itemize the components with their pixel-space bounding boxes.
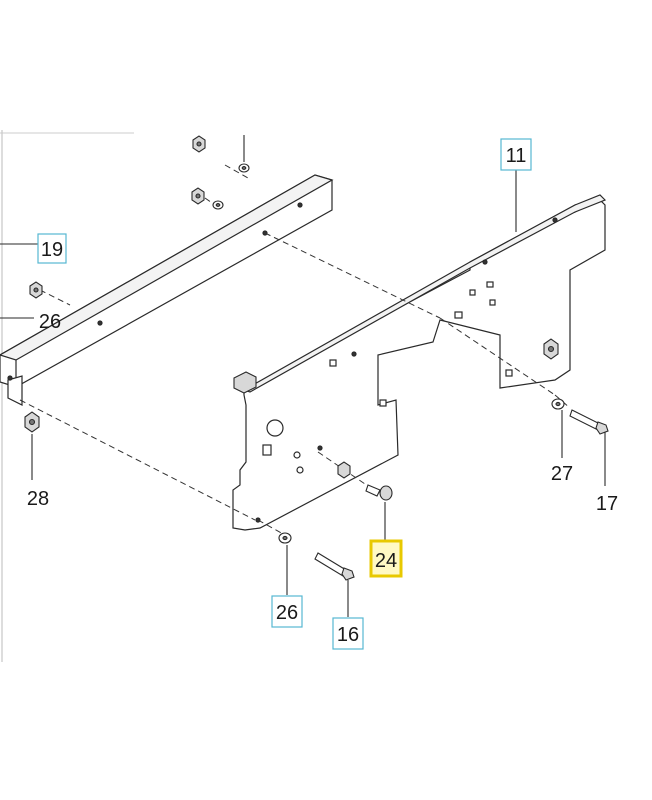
pin <box>365 484 393 501</box>
washer <box>238 163 250 173</box>
nut <box>337 461 351 479</box>
left-rail <box>0 174 334 406</box>
callout-label: 16 <box>337 624 359 646</box>
washer <box>551 398 565 410</box>
callout-label: 26 <box>39 311 61 333</box>
nut <box>543 338 559 360</box>
callout-label: 19 <box>41 239 63 261</box>
hardware <box>24 135 609 581</box>
callout-label: 28 <box>27 488 49 510</box>
callout-label: 17 <box>596 493 618 515</box>
nut <box>191 187 205 205</box>
leader-lines <box>0 135 606 617</box>
callout-box <box>37 233 67 264</box>
clip <box>233 371 257 394</box>
washer <box>212 200 224 210</box>
callout-frames <box>37 138 532 650</box>
callout-highlight-box <box>369 539 403 578</box>
callout-label-highlighted: 24 <box>375 550 397 572</box>
callout-box <box>271 595 303 628</box>
washer <box>278 532 292 544</box>
assembly-guides <box>19 164 571 536</box>
bolt <box>314 552 355 581</box>
callout-box <box>500 138 532 171</box>
callout-label: 27 <box>551 463 573 485</box>
nut <box>29 281 43 299</box>
callout-label: 11 <box>506 145 527 167</box>
nut <box>192 135 206 153</box>
callout-label: 26 <box>276 602 298 624</box>
callout-box <box>332 617 364 650</box>
nut <box>24 411 40 433</box>
side-plate <box>232 194 607 531</box>
bolt <box>569 409 609 435</box>
callout-labels: 11 19 26 28 27 17 24 26 16 <box>27 145 618 646</box>
